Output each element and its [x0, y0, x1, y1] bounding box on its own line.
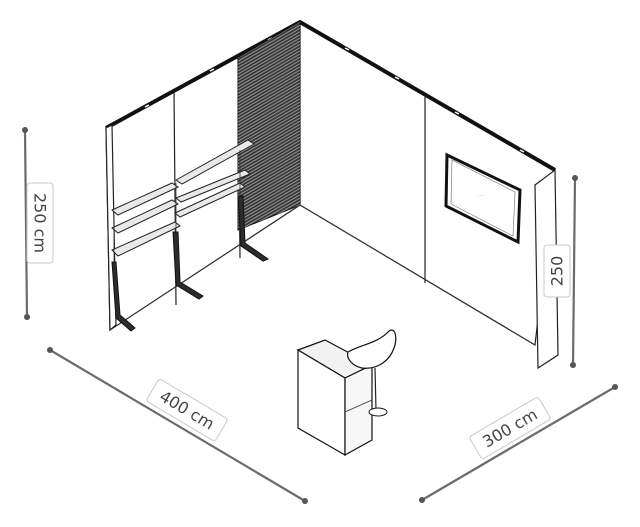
- stool-seat: [347, 329, 397, 369]
- slat-groove: [238, 146, 300, 184]
- shelf-high-2: [175, 139, 255, 185]
- shelving: [111, 139, 270, 332]
- shelf-mid-1: [111, 199, 180, 234]
- slat-groove: [238, 175, 300, 212]
- slat-groove: [238, 168, 300, 206]
- slat-groove: [238, 188, 300, 225]
- slat-groove: [238, 117, 300, 155]
- counter: [296, 339, 374, 457]
- tv-screen: ·· ·: [444, 152, 522, 245]
- slat-groove: [238, 136, 300, 174]
- slat-groove: [238, 24, 300, 62]
- slat-groove: [238, 133, 300, 171]
- slat-groove: [238, 69, 300, 107]
- counter-side: [344, 364, 373, 457]
- slat-groove: [238, 178, 300, 216]
- slat-groove: [238, 156, 300, 193]
- slat-groove: [238, 28, 300, 65]
- dimension-depth: 300 cm: [419, 384, 618, 503]
- shelf-leg-1: [111, 261, 136, 332]
- slat-groove: [238, 120, 300, 158]
- slat-groove: [238, 50, 300, 88]
- slat-groove: [238, 53, 300, 91]
- slat-groove: [238, 66, 300, 104]
- dimension-right-height: 250: [543, 175, 578, 368]
- slat-groove: [238, 108, 300, 145]
- slat-groove: [238, 88, 300, 126]
- dimension-left-height: 250 cm: [22, 127, 54, 320]
- slat-groove: [238, 44, 300, 81]
- slat-groove: [238, 98, 300, 136]
- slat-groove: [238, 60, 300, 97]
- height-left-label: 250 cm: [31, 193, 50, 253]
- slat-groove: [238, 172, 300, 209]
- slat-groove: [238, 82, 300, 120]
- svg-text:·· ·: ·· ·: [478, 193, 485, 199]
- slat-groove: [238, 149, 300, 187]
- shelf-mid-2: [175, 169, 251, 203]
- shelf-low-2: [174, 182, 246, 218]
- shelf-leg-3: [237, 195, 270, 262]
- slat-groove: [238, 40, 300, 78]
- slat-groove: [238, 162, 300, 200]
- slat-groove: [238, 72, 300, 110]
- height-right-label: 250: [548, 256, 567, 287]
- slat-groove: [238, 165, 300, 203]
- slat-groove: [238, 104, 300, 142]
- booth: ·· ·: [105, 19, 559, 457]
- slat-groove: [238, 130, 300, 168]
- frame-notches: [144, 37, 525, 153]
- slat-groove: [238, 76, 300, 113]
- slat-groove: [238, 95, 300, 132]
- slat-groove: [238, 194, 300, 230]
- slat-groove: [238, 140, 300, 177]
- slat-groove: [238, 85, 300, 123]
- slat-groove: [238, 31, 300, 68]
- slat-groove: [238, 47, 300, 84]
- slatwall-panel: [237, 21, 301, 231]
- slat-groove: [238, 63, 300, 100]
- right-wall: [299, 20, 556, 346]
- dimension-width: 400 cm: [47, 347, 308, 504]
- slat-groove: [238, 56, 300, 94]
- slat-groove: [238, 127, 300, 164]
- floor-edge-left: [109, 204, 301, 331]
- shelf-high-1: [111, 182, 180, 216]
- shelf-leg-2: [172, 231, 204, 300]
- slat-groove: [238, 79, 300, 116]
- slat-groove: [238, 124, 300, 161]
- slat-groove: [238, 34, 300, 72]
- slat-groove: [238, 37, 300, 75]
- stool-base: [368, 407, 388, 417]
- floor-edge-right: [299, 204, 536, 346]
- bar-stool: [347, 329, 397, 417]
- slat-groove: [238, 184, 300, 222]
- slat-groove: [238, 101, 300, 139]
- shelf-low-1: [111, 221, 181, 257]
- slat-groove: [238, 159, 300, 196]
- slat-groove: [238, 191, 300, 228]
- slat-groove: [238, 181, 300, 219]
- slat-groove: [238, 152, 300, 190]
- slat-groove: [238, 92, 300, 129]
